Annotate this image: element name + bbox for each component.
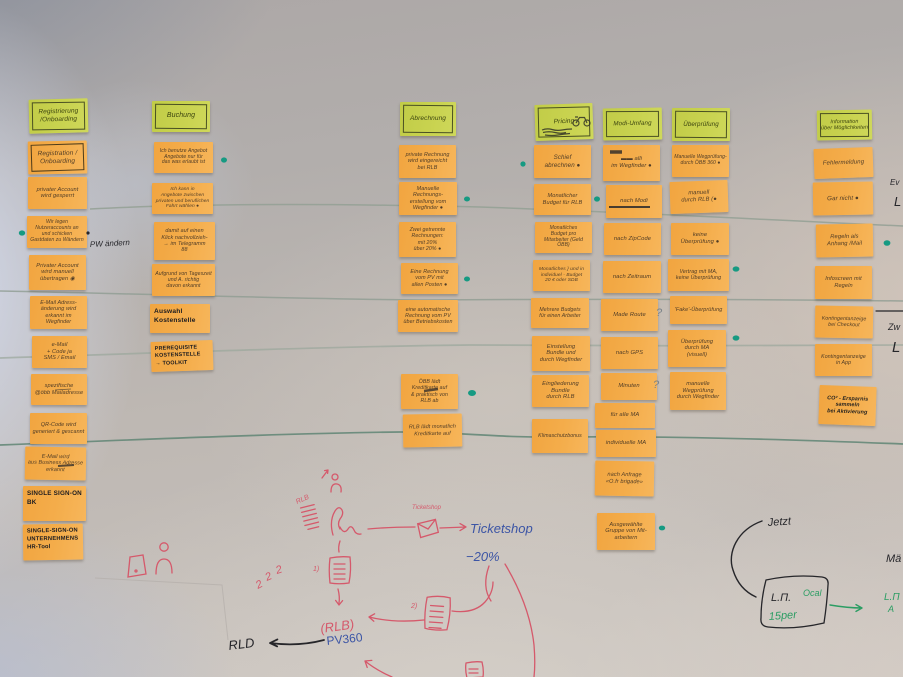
svg-text:RLD: RLD <box>228 635 256 653</box>
svg-text:1): 1) <box>313 566 319 573</box>
svg-text:Ocal: Ocal <box>803 588 823 598</box>
svg-text:L.Π: L.Π <box>884 592 900 603</box>
svg-text:2: 2 <box>273 564 283 578</box>
svg-text:2: 2 <box>253 578 265 592</box>
svg-text:Zw: Zw <box>887 322 900 332</box>
svg-text:15per: 15per <box>768 609 798 623</box>
svg-text:Jetzt: Jetzt <box>766 515 792 529</box>
svg-text:?: ? <box>653 379 660 391</box>
svg-text:PV360: PV360 <box>326 630 364 648</box>
svg-text:L: L <box>892 339 900 356</box>
svg-text:2): 2) <box>410 603 417 610</box>
svg-text:L.Π.: L.Π. <box>771 592 791 604</box>
svg-text:Mä: Mä <box>886 553 901 565</box>
svg-text:L: L <box>894 194 901 209</box>
svg-text:−20%: −20% <box>466 549 500 564</box>
svg-text:Ev: Ev <box>890 178 900 187</box>
svg-text:?: ? <box>656 307 663 319</box>
svg-text:RLB: RLB <box>295 494 311 506</box>
svg-text:PW ändern: PW ändern <box>90 238 131 249</box>
svg-text:A: A <box>887 604 894 614</box>
svg-text:(RLB): (RLB) <box>319 616 355 636</box>
svg-text:Ticketshop: Ticketshop <box>412 505 442 511</box>
svg-text:Ticketshop: Ticketshop <box>470 521 533 536</box>
svg-text:2: 2 <box>262 570 273 584</box>
